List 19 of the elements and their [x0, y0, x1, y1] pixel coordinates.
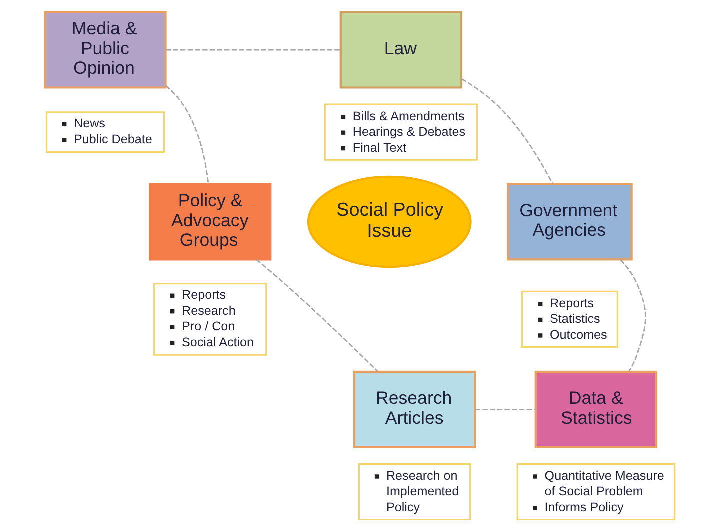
node-box: Research Articles: [353, 370, 476, 448]
node-box: Bills & Amendments Hearings & Debates Final Text: [324, 104, 478, 161]
node-box: Government Agencies: [507, 183, 633, 261]
connector: [475, 408, 536, 410]
connector: [166, 49, 340, 51]
node-box: Media & Public Opinion: [44, 11, 167, 89]
node-box: Research on Implemented Policy: [358, 463, 472, 521]
node-box: Reports Statistics Outcomes: [521, 290, 618, 348]
node-box: Data & Statistics: [534, 370, 658, 448]
node-ellipse: Social Policy Issue: [307, 176, 472, 268]
node-box: Reports Research Pro / Con Social Action: [153, 283, 268, 356]
connector: [620, 259, 646, 372]
node-box: News Public Debate: [46, 112, 165, 154]
node-box: Policy & Advocacy Groups: [149, 183, 272, 261]
node-box: Quantitative Measure of Social Problem Informs Policy: [516, 463, 676, 521]
connector: [461, 78, 554, 184]
connector: [256, 259, 378, 372]
connector: [166, 85, 210, 184]
node-box: Law: [340, 11, 462, 89]
